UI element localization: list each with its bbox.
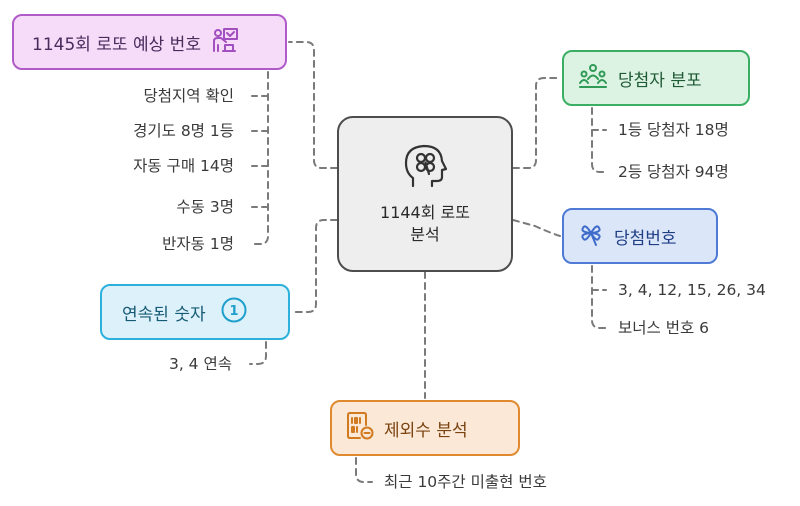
center-title-line1: 1144회 로또 — [380, 203, 470, 222]
group-people-icon — [578, 63, 608, 94]
winners-leaf-first: 1등 당첨자 18명 — [618, 121, 729, 139]
predict-leaf-region: 당첨지역 확인 — [143, 87, 235, 105]
consecutive-badge: 1 — [229, 304, 238, 319]
winners-node[interactable]: 당첨자 분포 — [562, 50, 750, 106]
presenter-board-icon — [211, 26, 239, 59]
numbers-title: 당첨번호 — [614, 228, 677, 249]
predict-leaf-semi-auto: 반자동 1명 — [162, 235, 234, 253]
exclude-title: 제외수 분석 — [384, 420, 468, 441]
exclude-leaf: 최근 10주간 미출현 번호 — [384, 473, 547, 491]
consecutive-leaf: 3, 4 연속 — [168, 355, 232, 373]
consecutive-node[interactable]: 연속된 숫자 1 — [100, 284, 290, 340]
predict-title: 1145회 로또 예상 번호 — [32, 34, 201, 55]
exclude-node[interactable]: 제외수 분석 — [330, 400, 520, 456]
predict-leaf-gyeonggi: 경기도 8명 1등 — [133, 122, 234, 140]
winners-leaf-second: 2등 당첨자 94명 — [618, 163, 729, 181]
numbers-leaf-bonus: 보너스 번호 6 — [618, 319, 710, 337]
center-node[interactable]: 1144회 로또 분석 — [337, 116, 513, 272]
numbers-leaf-main: 3, 4, 12, 15, 26, 34 — [618, 281, 766, 299]
clover-icon — [578, 221, 604, 252]
winners-title: 당첨자 분포 — [618, 70, 702, 91]
consecutive-title: 연속된 숫자 — [122, 304, 206, 325]
predict-leaf-manual: 수동 3명 — [176, 198, 234, 216]
brain-clover-icon — [403, 142, 448, 194]
predict-node[interactable]: 1145회 로또 예상 번호 — [12, 14, 287, 70]
center-title-line2: 분석 — [410, 225, 440, 244]
number-one-circle-icon: 1 — [220, 296, 248, 329]
binary-sheet-minus-icon — [346, 411, 374, 446]
numbers-node[interactable]: 당첨번호 — [562, 208, 718, 264]
predict-leaf-auto: 자동 구매 14명 — [133, 157, 234, 175]
